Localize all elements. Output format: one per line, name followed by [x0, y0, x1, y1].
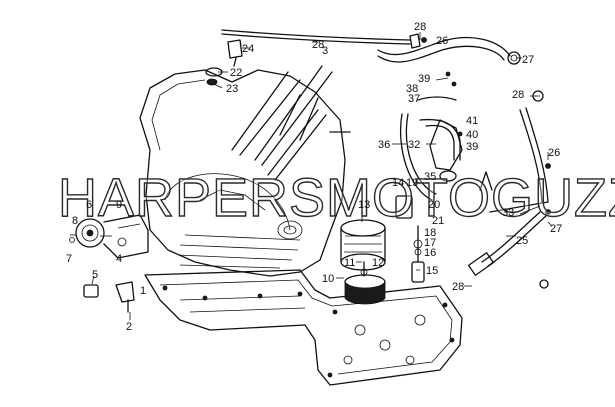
crankcase-drawing: [139, 65, 351, 277]
leader-lines: [91, 32, 553, 320]
callout-1: 1: [140, 285, 146, 297]
callout-4: 4: [116, 253, 122, 265]
callout-7: 7: [66, 253, 72, 265]
callout-32: 28: [414, 21, 426, 33]
delivery-pipe-drawing: [467, 90, 551, 289]
callout-22: 22: [230, 67, 242, 79]
callout-16: 16: [424, 247, 436, 259]
oil-sump-drawing: [144, 269, 463, 386]
callout-6: 6: [86, 199, 92, 211]
callout-39-top: 38: [406, 83, 418, 95]
callout-39-mid: 39: [466, 141, 478, 153]
callout-21: 21: [432, 215, 444, 227]
callout-15: 15: [426, 265, 438, 277]
drain-plug-drawing: [83, 281, 135, 313]
callout-40-top: 39: [418, 73, 430, 85]
callout-11: 11: [344, 257, 355, 269]
callout-33: 32: [408, 139, 420, 151]
callout-14: 14: [392, 177, 404, 189]
callout-2: 2: [126, 321, 132, 333]
callout-28-top: 28: [512, 89, 524, 101]
callout-35: 33: [502, 207, 514, 219]
callout-labels: 28 28 26 27 24 22 23 39 38 37 28 41 40 3…: [66, 21, 562, 333]
callout-10: 10: [322, 273, 334, 285]
callout-20: 20: [428, 199, 440, 211]
oil-pipes-drawing: [399, 71, 463, 201]
callout-17: 17: [424, 237, 436, 249]
callout-5: 5: [92, 269, 98, 281]
callout-41: 41: [466, 115, 478, 127]
callout-29: 26: [436, 35, 448, 47]
callout-19: 19: [406, 177, 418, 189]
watermark-text: HARPERSMOTOGUZZIO: [58, 168, 615, 228]
top-fittings-drawing: [205, 39, 243, 86]
callout-13: 13: [358, 199, 370, 211]
callout-24: 24: [242, 43, 254, 55]
oil-pump-drawing: [69, 214, 149, 259]
callout-3: 3: [322, 45, 328, 57]
callout-30: 27: [522, 54, 534, 66]
valve-parts-drawing: [395, 195, 425, 283]
callout-25: 25: [516, 235, 528, 247]
callout-12: 12: [372, 257, 384, 269]
callout-9: 9: [116, 199, 122, 211]
oil-filter-drawing: [340, 219, 386, 305]
callout-18: 18: [424, 227, 436, 239]
callout-36: 35: [424, 171, 436, 183]
callout-40-mid: 40: [466, 129, 478, 141]
callout-37: 36: [378, 139, 390, 151]
callout-31: 28: [312, 39, 324, 51]
callout-8: 8: [72, 215, 78, 227]
callout-26: 26: [548, 147, 560, 159]
callout-28-bottom: 28: [452, 281, 464, 293]
callout-27: 27: [550, 223, 562, 235]
callout-38: 37: [408, 93, 420, 105]
callout-23: 23: [226, 83, 238, 95]
breather-hoses-drawing: [221, 29, 521, 65]
